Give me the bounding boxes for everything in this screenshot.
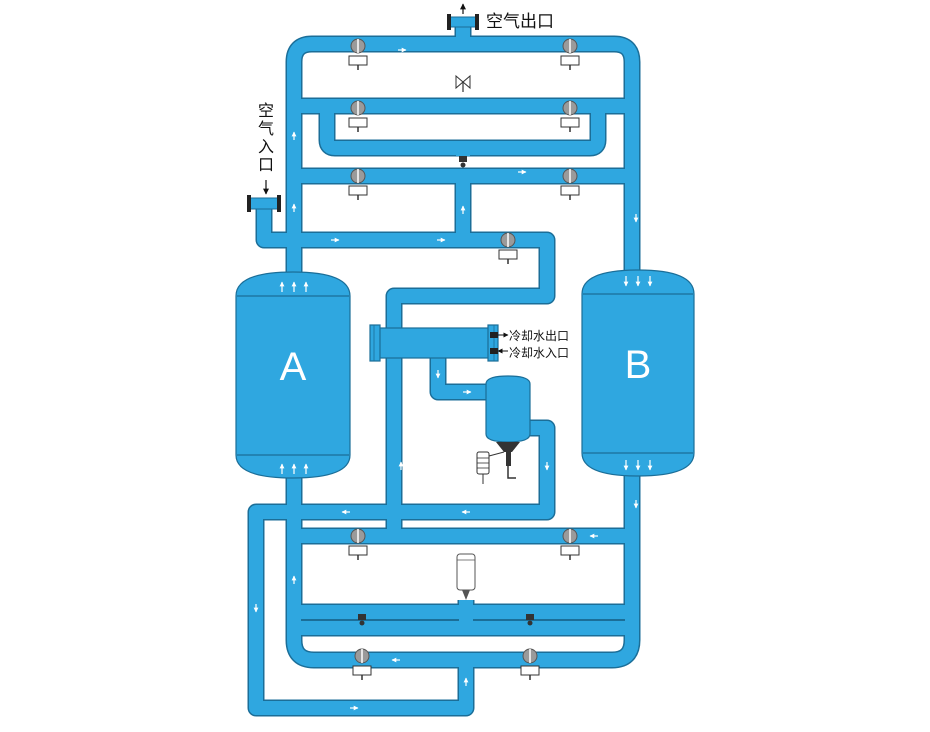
air-outlet-label: 空气出口 bbox=[486, 12, 554, 32]
flow-arrows bbox=[253, 47, 653, 711]
cooling-water-inlet-label: 冷却水入口 bbox=[509, 346, 569, 360]
heat-exchanger bbox=[369, 324, 499, 362]
drain-valve-icon bbox=[506, 452, 516, 479]
drain-valve-icon bbox=[358, 614, 366, 626]
air-inlet-flange bbox=[247, 180, 281, 212]
tank-a: A bbox=[235, 271, 351, 479]
drain-valve-icon bbox=[459, 156, 467, 168]
butterfly-valve-icon bbox=[560, 38, 580, 70]
butterfly-valve-icon bbox=[348, 168, 368, 200]
filter-icon bbox=[476, 451, 505, 484]
butterfly-valve-icon bbox=[520, 648, 540, 680]
cooling-water-connectors bbox=[490, 332, 509, 354]
air-outlet-flange bbox=[447, 3, 479, 30]
pipe-bypass-loop bbox=[249, 505, 473, 715]
butterfly-valve-icon bbox=[560, 100, 580, 132]
check-valve-icon bbox=[455, 74, 471, 92]
water-separator bbox=[485, 375, 531, 452]
butterfly-valve-icon bbox=[560, 528, 580, 560]
butterfly-valve-icon bbox=[348, 38, 368, 70]
silencer-icon bbox=[456, 553, 476, 600]
air-inlet-label: 空 气 入 口 bbox=[258, 101, 274, 174]
tank-a-label: A bbox=[280, 345, 307, 389]
cooling-water-outlet-label: 冷却水出口 bbox=[509, 329, 569, 343]
air-inlet-char-1: 空 bbox=[258, 101, 274, 120]
butterfly-valve-icon bbox=[348, 528, 368, 560]
butterfly-valve-icon bbox=[560, 168, 580, 200]
butterfly-valve-icon bbox=[348, 100, 368, 132]
air-inlet-char-3: 入 bbox=[258, 137, 274, 156]
tank-b: B bbox=[581, 269, 695, 477]
air-inlet-char-2: 气 bbox=[258, 119, 274, 138]
butterfly-valve-icon bbox=[498, 232, 518, 264]
valves bbox=[348, 38, 580, 680]
butterfly-valve-icon bbox=[352, 648, 372, 680]
drain-valve-icon bbox=[526, 614, 534, 626]
tank-b-label: B bbox=[625, 343, 652, 387]
air-inlet-char-4: 口 bbox=[258, 155, 274, 174]
